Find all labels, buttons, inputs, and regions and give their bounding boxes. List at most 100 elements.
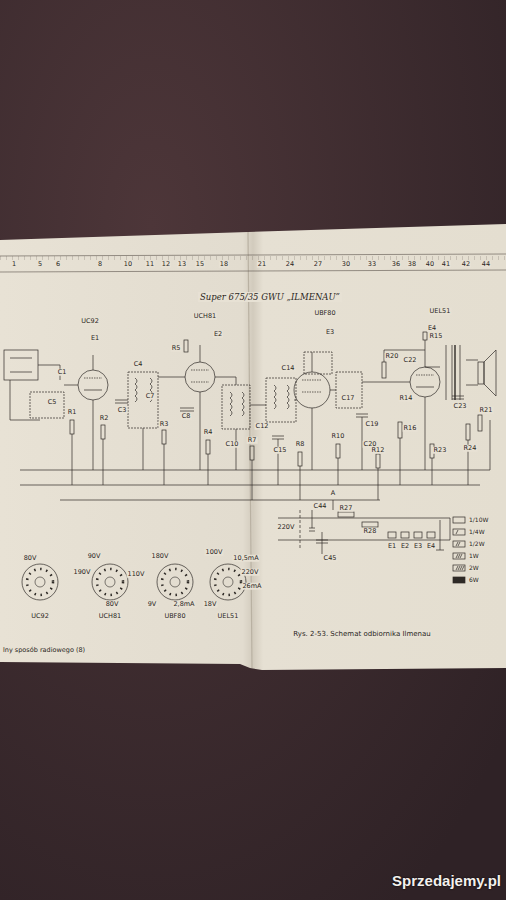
resistor-wattage-symbol	[452, 528, 466, 536]
component-label: R21	[479, 407, 494, 414]
component-label: 110V	[127, 571, 146, 578]
ruler-number: 38	[407, 261, 417, 268]
ruler-number: 33	[367, 261, 377, 268]
component-label: R1	[67, 409, 78, 416]
ruler-number: 21	[257, 261, 267, 268]
component-label: 18V	[203, 601, 218, 608]
component-label: E2	[213, 331, 223, 338]
component-label: C1	[57, 369, 68, 376]
ruler-number: 41	[441, 261, 451, 268]
component-label: 80V	[105, 601, 120, 608]
resistor-wattage-symbol	[452, 576, 466, 584]
component-label: C7	[145, 393, 156, 400]
component-label: UC92	[80, 318, 100, 325]
component-label: E1	[90, 335, 100, 342]
resistor-wattage-symbol	[452, 564, 466, 572]
component-label: 220V	[241, 569, 260, 576]
ruler-number: 27	[313, 261, 323, 268]
ruler-number: 44	[481, 261, 491, 268]
legend-text: 1/2W	[469, 541, 485, 547]
legend-text: 1/4W	[469, 529, 485, 535]
component-label: 90V	[87, 553, 102, 560]
component-label: A	[330, 490, 336, 497]
component-label: 26mA	[241, 583, 262, 590]
component-label: UEL51	[429, 308, 452, 315]
legend-row: 1/4W	[452, 528, 485, 536]
resistor-wattage-symbol	[452, 516, 466, 524]
component-label: C22	[403, 357, 418, 364]
ruler-number: 11	[145, 261, 155, 268]
component-label: lny sposób radiowego (8)	[2, 647, 86, 654]
component-label: E3	[325, 329, 335, 336]
component-label: UEL51	[217, 613, 240, 620]
legend-text: 6W	[469, 577, 479, 583]
component-label: C19	[365, 421, 380, 428]
ruler-number: 10	[123, 261, 133, 268]
figure-caption: Rys. 2-53. Schemat odbiornika Ilmenau	[292, 630, 431, 638]
component-label: UCH81	[193, 313, 217, 320]
component-label: R12	[371, 447, 386, 454]
component-label: 10,5mA	[232, 555, 259, 562]
component-label: C23	[453, 403, 468, 410]
legend-row: 1/10W	[452, 516, 488, 524]
component-label: C44	[313, 503, 328, 510]
component-label: UCH81	[98, 613, 122, 620]
component-label: UC92	[30, 613, 50, 620]
component-label: R8	[295, 441, 306, 448]
resistor-wattage-symbol	[452, 540, 466, 548]
component-label: R2	[99, 415, 110, 422]
paper-sheet	[0, 224, 506, 670]
component-label: UBF80	[163, 613, 186, 620]
legend-text: 1/10W	[469, 517, 488, 523]
component-label: R27	[339, 505, 354, 512]
component-label: 9V	[147, 601, 158, 608]
component-label: R24	[463, 445, 478, 452]
ruler-number: 36	[391, 261, 401, 268]
ruler-number: 13	[177, 261, 187, 268]
component-label: R23	[433, 447, 448, 454]
component-label: C12	[255, 423, 270, 430]
component-label: R3	[159, 421, 170, 428]
component-label: 180V	[151, 553, 170, 560]
component-label: R4	[203, 429, 214, 436]
component-label: E4	[427, 325, 437, 332]
component-label: E4	[426, 543, 436, 550]
ruler-number: 18	[219, 261, 229, 268]
component-label: R14	[399, 395, 414, 402]
ruler-number: 42	[461, 261, 471, 268]
component-label: C17	[341, 395, 356, 402]
component-label: E3	[413, 543, 423, 550]
ruler-number: 1	[11, 261, 17, 268]
component-label: R20	[385, 353, 400, 360]
component-label: R7	[247, 437, 258, 444]
component-label: C15	[273, 447, 288, 454]
component-label: C10	[225, 441, 240, 448]
component-label: 100V	[205, 549, 224, 556]
watermark: Sprzedajemy.pl	[391, 873, 502, 888]
ruler-number: 30	[341, 261, 351, 268]
component-label: 190V	[73, 569, 92, 576]
component-label: R28	[363, 528, 378, 535]
ruler-number: 8	[97, 261, 103, 268]
component-label: C4	[133, 361, 144, 368]
component-label: 220V	[277, 524, 296, 531]
legend-row: 6W	[452, 576, 479, 584]
resistor-wattage-symbol	[452, 552, 466, 560]
ruler-number: 40	[425, 261, 435, 268]
component-label: C45	[323, 555, 338, 562]
component-label: C8	[181, 413, 192, 420]
tube-base-diagrams	[22, 564, 246, 600]
schematic-wiring	[4, 332, 496, 554]
component-label: 80V	[23, 555, 38, 562]
component-label: UBF80	[313, 310, 336, 317]
ruler-number: 12	[161, 261, 171, 268]
ruler-number: 5	[37, 261, 43, 268]
ruler-number: 15	[195, 261, 205, 268]
component-label: 2,8mA	[172, 601, 195, 608]
ruler-strip	[0, 254, 506, 272]
component-label: C3	[117, 407, 128, 414]
legend-row: 1/2W	[452, 540, 485, 548]
